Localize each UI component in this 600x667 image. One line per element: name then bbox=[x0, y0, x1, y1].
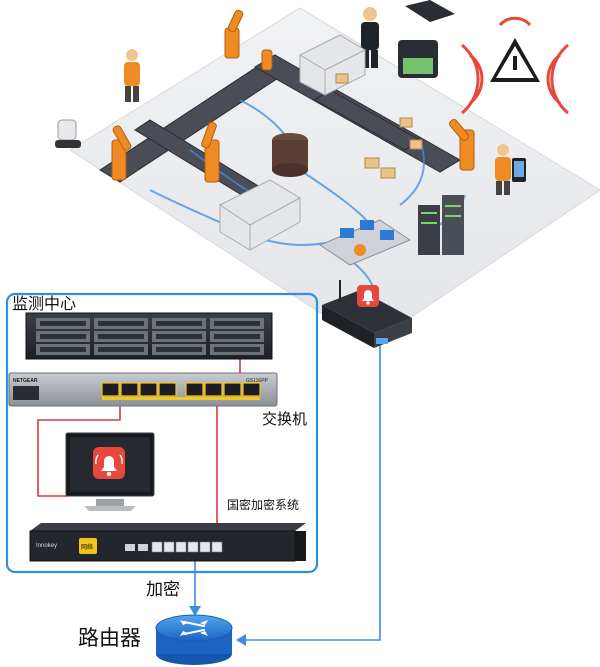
router-arrows-icon bbox=[180, 620, 208, 636]
encryptor-brand: Innokey bbox=[36, 543, 57, 549]
router-device bbox=[155, 614, 233, 665]
factory-floor bbox=[55, 0, 600, 346]
encrypt-label: 加密 bbox=[146, 580, 180, 600]
edge-gateway-device bbox=[322, 280, 412, 348]
switch-brand: NETGEAR bbox=[13, 378, 38, 384]
switch-model: GS116PP bbox=[246, 378, 269, 384]
monitoring-center-label: 监测中心 bbox=[12, 294, 76, 313]
monitor-display bbox=[65, 432, 155, 511]
link-gateway-to-router bbox=[240, 325, 381, 641]
monitoring-center-frame bbox=[5, 292, 319, 574]
storage-server bbox=[25, 312, 273, 360]
encryption-device: Innokey 网络 bbox=[29, 523, 306, 562]
link-switch-to-monitor bbox=[37, 400, 121, 497]
router-label: 路由器 bbox=[78, 626, 141, 650]
network-switch: NETGEAR GS116PP bbox=[8, 372, 278, 407]
encryption-system-label: 国密加密系统 bbox=[227, 497, 299, 512]
encryptor-badge: 网络 bbox=[81, 543, 93, 551]
switch-label: 交换机 bbox=[262, 410, 307, 428]
